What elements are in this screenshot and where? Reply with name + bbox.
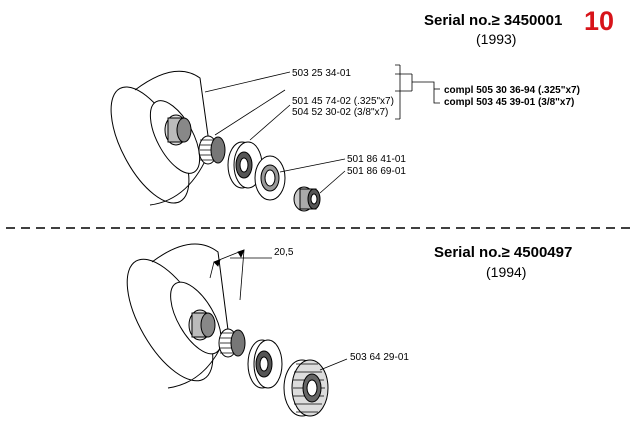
leader-lines-top bbox=[204, 64, 440, 194]
dimension-label: 20,5 bbox=[274, 247, 294, 258]
drum-hub-bottom bbox=[188, 309, 216, 341]
washer-top bbox=[254, 155, 286, 201]
sprocket-bottom bbox=[247, 339, 283, 389]
leader-line-rim bbox=[319, 358, 348, 371]
part-label-drum: 503 25 34-01 bbox=[292, 68, 351, 79]
page-number: 10 bbox=[584, 6, 615, 36]
needle-bearing-bottom bbox=[218, 328, 246, 358]
part-label-washer: 501 86 41-01 bbox=[347, 154, 406, 165]
drum-hub-top bbox=[164, 114, 192, 146]
serial-header-bottom: Serial no.≥ 4500497 bbox=[434, 244, 573, 261]
rim-sprocket-bottom bbox=[283, 359, 329, 417]
serial-header-top: Serial no.≥ 3450001 bbox=[424, 12, 563, 29]
part-label-sprocket-325: 501 45 74-02 (.325"x7) bbox=[292, 96, 394, 107]
part-label-rim: 503 64 29-01 bbox=[350, 352, 409, 363]
needle-bearing-top bbox=[198, 135, 226, 165]
clutch-drum-top bbox=[110, 70, 211, 206]
year-bottom: (1994) bbox=[486, 264, 527, 280]
part-label-sprocket-38: 504 52 30-02 (3/8"x7) bbox=[292, 107, 389, 118]
dimension-arrow bbox=[209, 249, 272, 301]
part-label-bearing: 501 86 69-01 bbox=[347, 166, 406, 177]
compl-label-325: compl 505 30 36-94 (.325"x7) bbox=[444, 85, 580, 96]
bearing-top bbox=[293, 186, 321, 212]
compl-label-38: compl 503 45 39-01 (3/8"x7) bbox=[444, 97, 575, 108]
year-top: (1993) bbox=[476, 31, 517, 47]
